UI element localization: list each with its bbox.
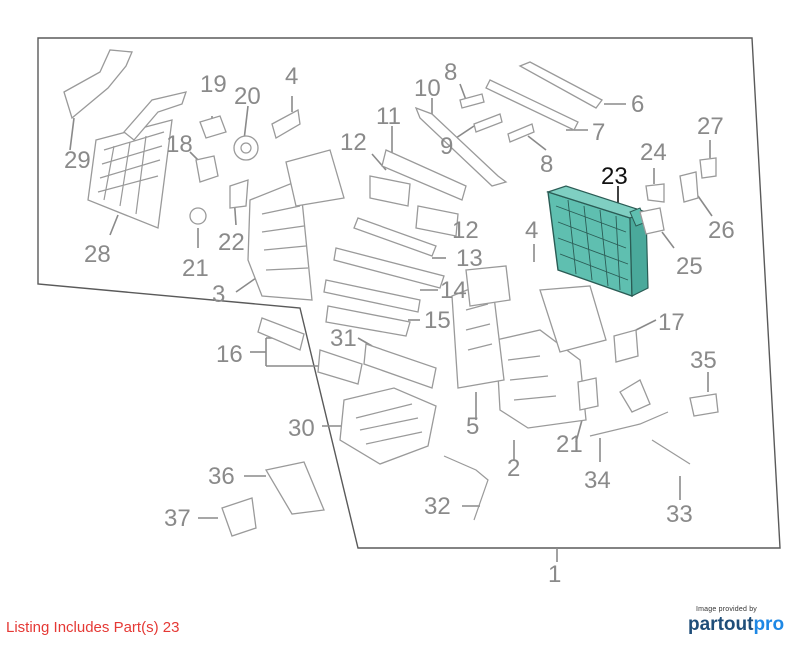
callout-36: 36 <box>208 463 235 490</box>
callout-33: 33 <box>666 501 693 528</box>
callout-8-lower: 8 <box>540 151 553 178</box>
actuators-18-19-20 <box>189 108 301 225</box>
callout-25: 25 <box>676 253 703 280</box>
callout-12-upper: 12 <box>340 129 367 156</box>
callout-29: 29 <box>64 147 91 174</box>
image-credit: Image provided by partoutpro <box>688 606 788 636</box>
callout-30: 30 <box>288 415 315 442</box>
callout-4-middle: 4 <box>525 217 538 244</box>
callout-10: 10 <box>414 75 441 102</box>
callout-13: 13 <box>456 245 483 272</box>
evaporator-23 <box>546 185 649 297</box>
partoutpro-logo: partoutpro <box>688 614 788 636</box>
callout-11: 11 <box>376 103 401 130</box>
parts-diagram: 1 2 3 4 4 5 6 7 8 8 9 10 11 12 12 13 14 … <box>37 37 781 588</box>
assembly-frame <box>37 37 781 549</box>
hoses-32-33-34 <box>443 411 691 521</box>
callout-8-upper: 8 <box>444 59 457 86</box>
small-parts-right <box>577 157 719 417</box>
callout-16: 16 <box>216 341 243 368</box>
logo-text-part1: partout <box>688 614 754 635</box>
callout-1: 1 <box>548 561 561 588</box>
callout-27: 27 <box>697 113 724 140</box>
callout-35: 35 <box>690 347 717 374</box>
pipe-29 <box>63 49 133 120</box>
callout-2: 2 <box>507 455 520 482</box>
listing-note: Listing Includes Part(s) 23 <box>6 619 180 636</box>
case-right-2 <box>451 265 607 429</box>
callout-26: 26 <box>708 217 735 244</box>
callout-24: 24 <box>640 139 667 166</box>
callout-18: 18 <box>166 131 193 158</box>
callout-3: 3 <box>212 281 225 308</box>
callout-22: 22 <box>218 229 245 256</box>
callout-34: 34 <box>584 467 611 494</box>
credit-caption: Image provided by <box>696 606 757 613</box>
callout-19: 19 <box>200 71 227 98</box>
callout-21-left: 21 <box>182 255 209 282</box>
case-left-3 <box>247 149 345 301</box>
callout-15: 15 <box>424 307 451 334</box>
logo-text-part2: pro <box>753 614 785 635</box>
callout-31: 31 <box>330 325 357 352</box>
leader-lines <box>69 83 713 562</box>
heater-core-28 <box>87 91 187 229</box>
callout-9: 9 <box>440 133 453 160</box>
callout-6: 6 <box>631 91 644 118</box>
callout-37: 37 <box>164 505 191 532</box>
callout-14: 14 <box>440 277 467 304</box>
seals-6-7-8-9-10 <box>414 61 603 187</box>
callout-4-upper: 4 <box>285 63 298 90</box>
callouts: 1 2 3 4 4 5 6 7 8 8 9 10 11 12 12 13 14 … <box>64 59 735 588</box>
callout-5: 5 <box>466 413 479 440</box>
callout-21-right: 21 <box>556 431 583 458</box>
callout-23: 23 <box>601 163 628 190</box>
callout-7: 7 <box>592 119 605 146</box>
callout-28: 28 <box>84 241 111 268</box>
callout-12-lower: 12 <box>452 217 479 244</box>
callout-17: 17 <box>658 309 685 336</box>
callout-20: 20 <box>234 83 261 110</box>
callout-32: 32 <box>424 493 451 520</box>
doors-and-seals <box>257 149 467 389</box>
blower-30-and-ducts-36-37 <box>221 387 437 537</box>
